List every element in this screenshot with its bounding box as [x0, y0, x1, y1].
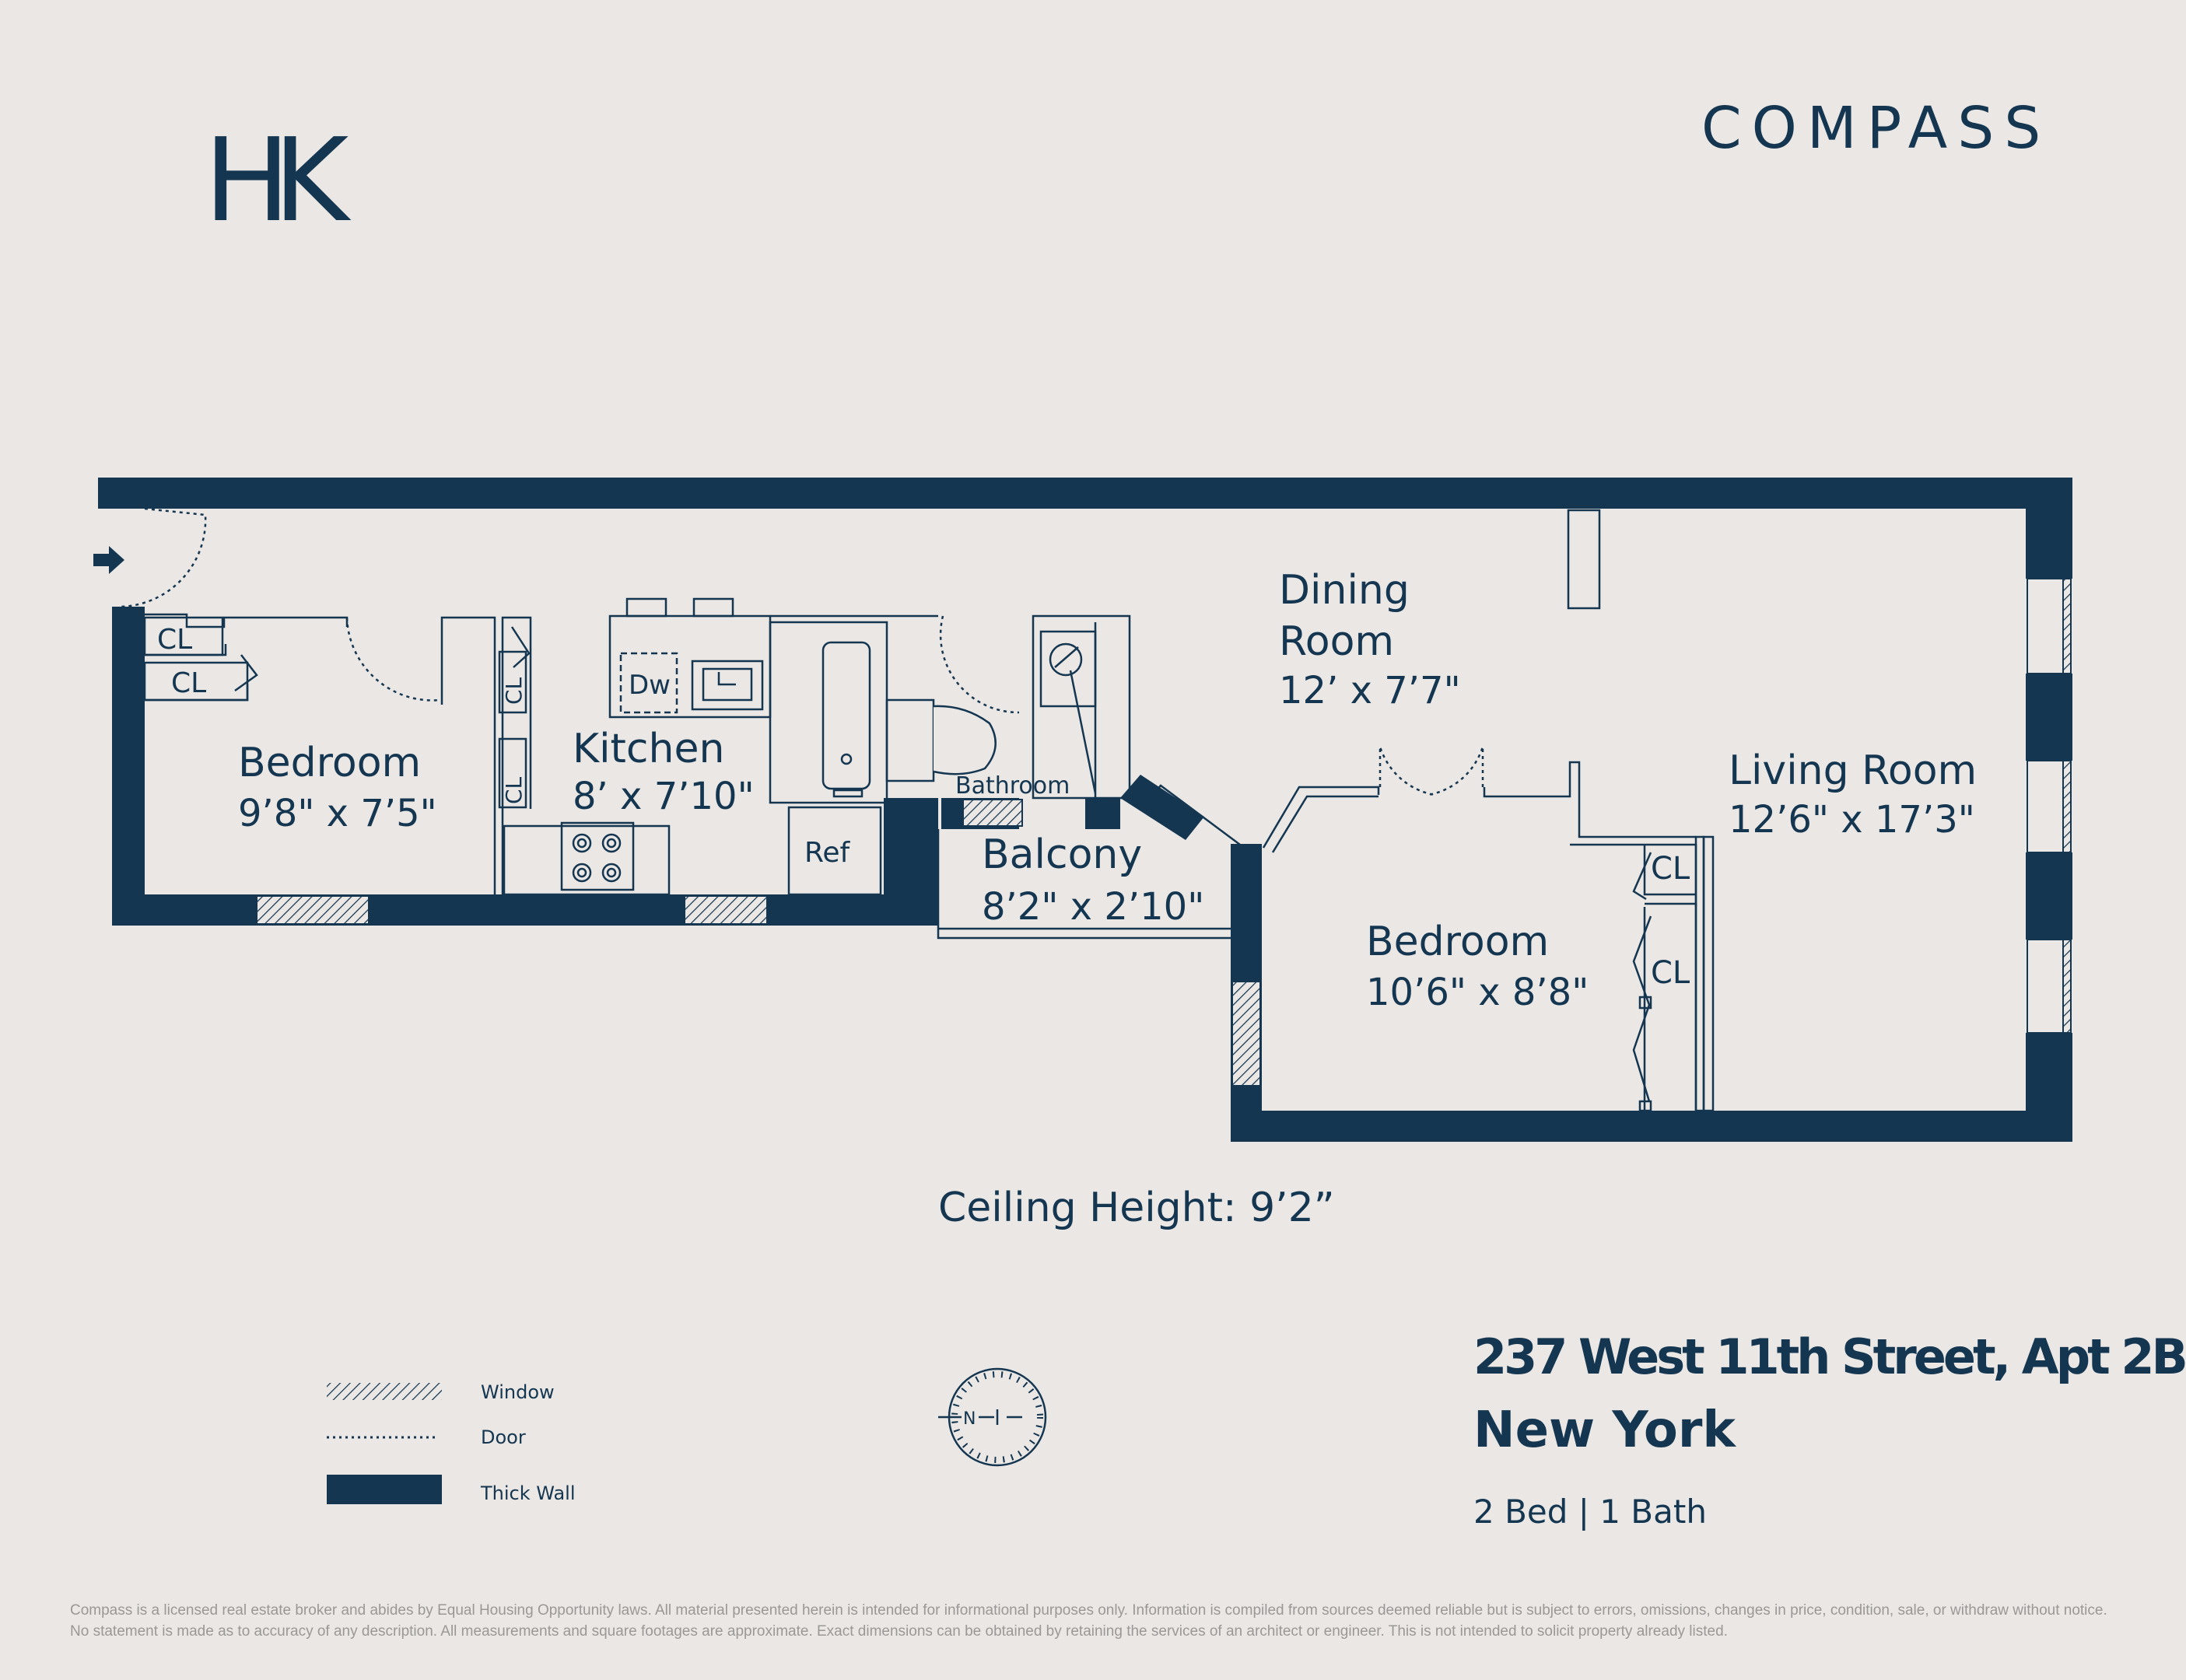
dims-bedroom-2: 10’6" x 8’8" — [1366, 971, 1589, 1014]
legend-wall-label: Thick Wall — [480, 1482, 576, 1504]
entry-door-swing — [117, 507, 207, 608]
hk-logo: HK — [204, 114, 352, 247]
listing-info: 237 West 11th Street, Apt 2B New York 2 … — [1473, 1328, 2186, 1531]
label-balcony: Balcony — [982, 831, 1142, 878]
label-bathroom: Bathroom — [955, 772, 1070, 800]
label-dining-line2: Room — [1279, 618, 1394, 665]
legend: Window Door Thick Wall — [327, 1381, 576, 1504]
label-dining-line1: Dining — [1279, 567, 1410, 614]
label-bedroom-1: Bedroom — [238, 740, 421, 786]
compass-north-letter: N — [963, 1409, 976, 1429]
label-closet: CL — [157, 624, 192, 656]
exterior-walls — [98, 478, 2072, 1142]
dims-living-room: 12’6" x 17’3" — [1729, 798, 1975, 842]
compass-logo: COMPASS — [1701, 95, 2051, 162]
label-dishwasher: Dw — [629, 670, 671, 701]
label-closet: CL — [171, 667, 206, 699]
label-bedroom-2: Bedroom — [1366, 919, 1549, 965]
label-refrigerator: Ref — [804, 837, 851, 869]
listing-beds-baths: 2 Bed | 1 Bath — [1473, 1493, 1707, 1531]
stove-icon — [572, 833, 622, 883]
ceiling-height: Ceiling Height: 9’2” — [938, 1185, 1335, 1231]
legend-door-label: Door — [481, 1426, 526, 1448]
dims-kitchen: 8’ x 7’10" — [573, 775, 755, 818]
label-closet: CL — [1651, 851, 1690, 887]
label-closet: CL — [501, 776, 527, 804]
legend-window-swatch — [327, 1383, 442, 1400]
label-kitchen: Kitchen — [573, 726, 724, 772]
legend-window-label: Window — [481, 1381, 555, 1403]
legend-wall-swatch — [327, 1475, 442, 1504]
room-labels: Bedroom 9’8" x 7’5" Kitchen 8’ x 7’10" B… — [157, 567, 1977, 1231]
listing-city: New York — [1473, 1402, 1736, 1459]
entry-arrow-icon — [93, 546, 124, 574]
legal-disclaimer: Compass is a licensed real estate broker… — [70, 1602, 2107, 1640]
label-closet: CL — [1651, 955, 1690, 991]
listing-address: 237 West 11th Street, Apt 2B — [1473, 1328, 2185, 1385]
compass-rose-icon: N — [938, 1367, 1047, 1467]
windows — [256, 578, 2072, 1087]
floor-plan — [93, 478, 2072, 1142]
label-closet: CL — [501, 677, 527, 705]
label-living-room: Living Room — [1729, 747, 1977, 794]
dims-balcony: 8’2" x 2’10" — [982, 885, 1204, 929]
dims-dining: 12’ x 7’7" — [1279, 669, 1461, 712]
dims-bedroom-1: 9’8" x 7’5" — [238, 792, 437, 835]
